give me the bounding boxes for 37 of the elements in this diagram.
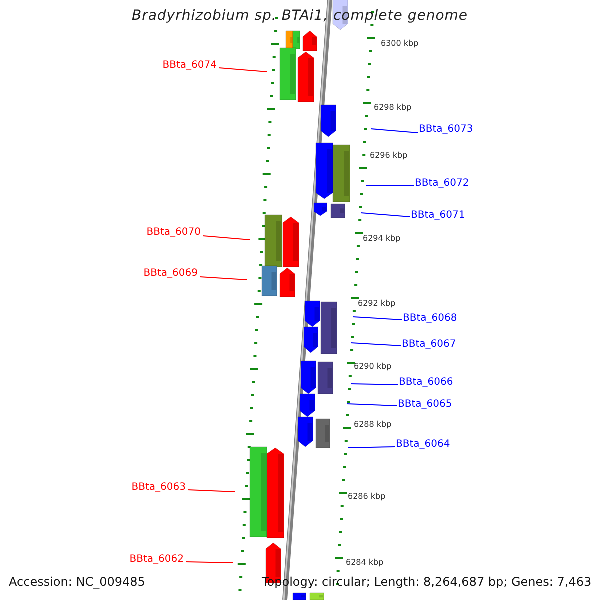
- leader-line: [218, 68, 268, 72]
- leader-line: [360, 212, 410, 218]
- leader-line: [202, 236, 250, 240]
- gene-label: BBta_6074: [162, 60, 217, 72]
- gene-label: BBta_6062: [130, 554, 184, 566]
- scale-label: 6284 kbp: [346, 557, 384, 569]
- gene-label: BBta_6071: [411, 210, 466, 222]
- gene-label: BBta_6067: [402, 339, 456, 351]
- scale-label: 6286 kbp: [348, 491, 386, 503]
- leader-line: [186, 562, 234, 564]
- gene-label: BBta_6066: [399, 377, 454, 389]
- leader-line: [346, 404, 398, 406]
- footer-text: Topology: circular; Length: 8,264,687 bp; Genes: 7,463: [262, 576, 592, 588]
- leader-line: [200, 276, 248, 280]
- leader-line: [188, 490, 236, 492]
- leader-line: [350, 384, 398, 386]
- gene-label: BBta_6065: [398, 399, 452, 411]
- scale-label: 6300 kbp: [381, 38, 419, 50]
- gene-label: BBta_6069: [144, 268, 198, 280]
- scale-label: 6288 kbp: [354, 419, 392, 431]
- scale-label: 6294 kbp: [363, 233, 401, 245]
- scale-label: 6296 kbp: [370, 150, 408, 162]
- gene-label: BBta_6063: [132, 482, 186, 494]
- leader-line: [350, 342, 402, 346]
- scale-label: 6290 kbp: [354, 361, 392, 373]
- scale-label: 6298 kbp: [374, 102, 412, 114]
- gene-label: BBta_6064: [396, 439, 450, 451]
- footer-text: Accession: NC_009485: [9, 576, 146, 588]
- gene-label: BBta_6072: [415, 178, 470, 190]
- gene-label: BBta_6073: [419, 124, 474, 136]
- leader-line: [352, 316, 402, 320]
- gene-label: BBta_6070: [146, 227, 201, 239]
- leader-line: [348, 446, 396, 448]
- gene-label: BBta_6068: [403, 313, 458, 325]
- leader-line: [370, 128, 418, 134]
- title: Bradyrhizobium sp. BTAi1, complete genome: [130, 8, 470, 24]
- scale-label: 6292 kbp: [358, 298, 396, 310]
